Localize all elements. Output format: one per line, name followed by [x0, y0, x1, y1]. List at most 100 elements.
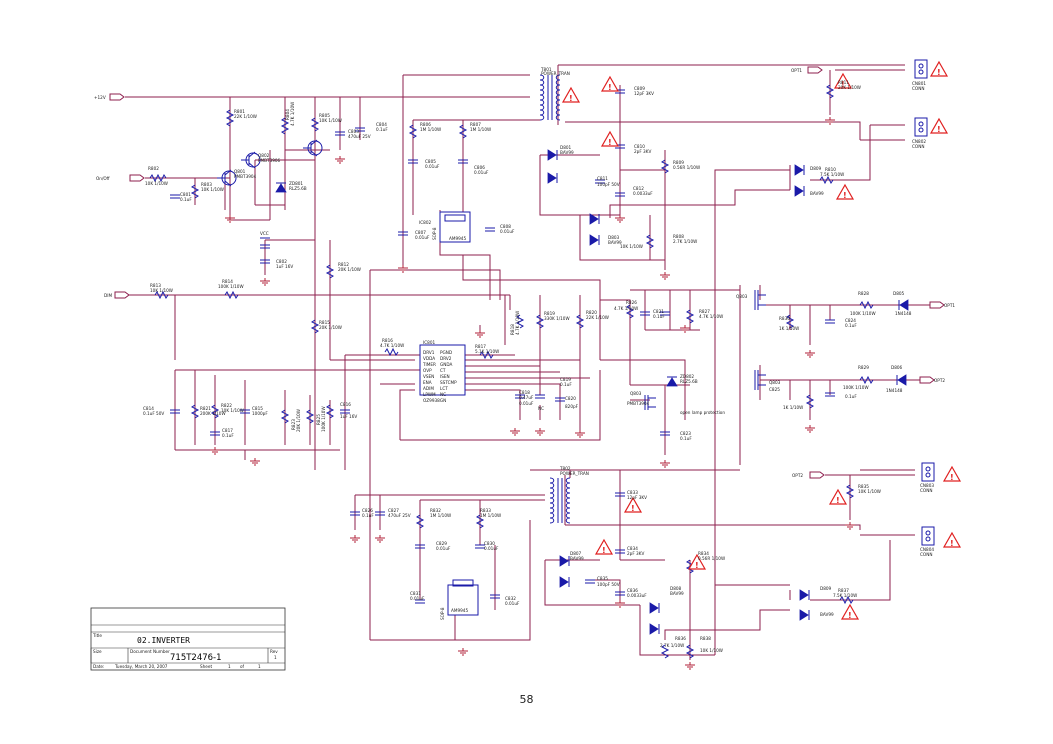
svg-text:D809: D809 [820, 586, 832, 591]
svg-text:ZD801: ZD801 [289, 181, 303, 186]
r817 [479, 350, 494, 360]
svg-text:BAV99: BAV99 [608, 240, 622, 245]
svg-text:D807: D807 [570, 551, 582, 556]
r833 [475, 514, 485, 529]
svg-text:Q803: Q803 [630, 391, 642, 396]
ground-symbols [210, 117, 855, 670]
svg-text:R818: R818 [510, 324, 515, 335]
ic801-pin-right: PGND [440, 350, 452, 355]
svg-text:R838: R838 [700, 636, 711, 641]
c805 [408, 159, 418, 164]
svg-text:10K 1/10W: 10K 1/10W [150, 288, 173, 293]
svg-text:!: ! [950, 473, 954, 482]
port-12v: +12V [94, 93, 125, 101]
r825 [325, 404, 335, 419]
ground-icon [210, 447, 220, 455]
d809 [794, 164, 805, 176]
ic801-pin-right: LCT [440, 386, 448, 391]
svg-text:BAV99: BAV99 [820, 612, 834, 617]
svg-text:On/Off: On/Off [96, 176, 110, 181]
svg-text:0.56R 1/10W: 0.56R 1/10W [698, 556, 725, 561]
q801 [217, 169, 237, 187]
warning-triangle-icon: ! [600, 75, 620, 92]
ic801-pin-left: VSEN [423, 374, 434, 379]
svg-text:!: ! [602, 546, 606, 555]
ic801-pin-left: TIMER [422, 362, 436, 367]
svg-text:1000pF: 1000pF [252, 411, 268, 416]
svg-text:R832: R832 [430, 508, 441, 513]
r813 [154, 290, 169, 300]
r828 [859, 300, 874, 310]
svg-text:20K 1/10W: 20K 1/10W [319, 325, 342, 330]
c807 [398, 231, 408, 236]
cn804-name: CONN [920, 552, 933, 557]
svg-text:C812: C812 [633, 186, 644, 191]
document-number: 715T2476-1 [170, 653, 222, 663]
capacitors [170, 89, 835, 604]
c812 [615, 192, 625, 197]
svg-text:R817: R817 [475, 344, 486, 349]
svg-text:1K 1/10W: 1K 1/10W [783, 405, 803, 410]
c834 [615, 549, 625, 554]
svg-text:0.01uF: 0.01uF [505, 601, 520, 606]
svg-text:22K 1/10W: 22K 1/10W [234, 114, 257, 119]
port-opt2-right: OPT2 [919, 376, 945, 384]
svg-text:R803: R803 [201, 182, 212, 187]
svg-text:1M 1/10W: 1M 1/10W [420, 127, 441, 132]
connector-cn804: CN804 CONN [920, 526, 935, 557]
svg-text:C829: C829 [436, 541, 447, 546]
svg-text:200K 1/10W: 200K 1/10W [200, 411, 226, 416]
r801 [225, 109, 235, 127]
svg-text:10K 1/10W: 10K 1/10W [201, 187, 224, 192]
r827 [685, 309, 695, 324]
cn804-ref: CN804 [920, 547, 934, 552]
q805 [754, 370, 766, 390]
ground-icon [685, 662, 695, 670]
svg-text:Sheet: Sheet [200, 664, 212, 669]
svg-text:4.7K 1/10W: 4.7K 1/10W [614, 306, 638, 311]
svg-text:RLZ5.6B: RLZ5.6B [680, 379, 698, 384]
ic801-pin-right: CT [440, 368, 446, 373]
title-header: Title [92, 633, 102, 638]
svg-text:!: ! [950, 539, 954, 548]
warning-triangle-icon: ! [929, 60, 949, 77]
svg-text:10K 1/10W: 10K 1/10W [700, 648, 723, 653]
svg-text:R813: R813 [150, 283, 161, 288]
warning-triangle-icon: ! [828, 488, 848, 505]
svg-text:0.1uF: 0.1uF [180, 197, 192, 202]
svg-text:C830: C830 [484, 541, 495, 546]
r815 [310, 319, 320, 334]
svg-text:22K 1/10W: 22K 1/10W [586, 315, 609, 320]
svg-text:!: ! [937, 68, 941, 77]
t801-name: POWER_TRAN [541, 71, 570, 76]
svg-text:R819: R819 [544, 311, 555, 316]
r824 [305, 409, 315, 424]
svg-text:PMBT3904: PMBT3904 [627, 401, 650, 406]
title-block: Title 02.INVERTER Size Document Number R… [90, 607, 286, 671]
svg-text:1uF 16V: 1uF 16V [276, 264, 293, 269]
port-dim: DIM [104, 291, 130, 299]
q806 [644, 395, 656, 410]
svg-text:C802: C802 [276, 259, 287, 264]
svg-text:1N4148: 1N4148 [886, 388, 903, 393]
warning-triangle-icon: ! [687, 553, 707, 570]
d811 [649, 602, 660, 614]
c818 [515, 394, 525, 399]
svg-text:0.1uF: 0.1uF [680, 436, 692, 441]
ic801-pin-left: DRV1 [423, 350, 435, 355]
svg-text:Document Number: Document Number [130, 649, 170, 654]
c816 [340, 409, 350, 414]
warning-triangle-icon: ! [600, 130, 620, 147]
r804 [280, 117, 290, 135]
svg-text:R802: R802 [148, 166, 159, 171]
svg-text:0.56R 1/10W: 0.56R 1/10W [673, 165, 700, 170]
warning-triangle-icon: ! [623, 496, 643, 513]
d813 [799, 589, 810, 601]
svg-text:C804: C804 [376, 122, 387, 127]
r823 [280, 409, 290, 424]
t802-ref: T802 [559, 466, 571, 471]
cn803-name: CONN [920, 488, 933, 493]
ground-icon [615, 215, 625, 223]
svg-text:C801: C801 [180, 192, 191, 197]
ic801-pin-right: NC [440, 392, 446, 397]
